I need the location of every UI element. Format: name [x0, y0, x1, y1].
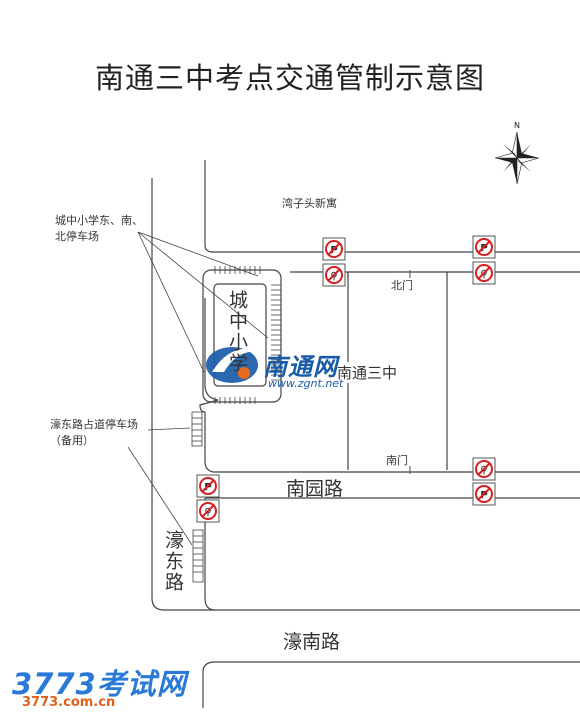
svg-text:⚲: ⚲: [204, 507, 211, 518]
chengzhong-school-inner: [213, 283, 267, 387]
svg-text:P: P: [480, 243, 487, 254]
north-arrow-icon: N: [494, 121, 540, 185]
no-motor-vehicle-sign-icon: ⚲: [322, 263, 346, 287]
parking-north: [214, 266, 261, 274]
watermark-site2-url: 3773.com.cn: [22, 695, 116, 710]
label-school: 南通三中: [337, 362, 398, 383]
label-haonan-road: 濠南路: [283, 631, 341, 653]
haodong-lower-east-edge: [204, 498, 216, 611]
svg-text:P: P: [204, 482, 211, 493]
parking-hatches: [191, 266, 281, 583]
parking-east: [271, 284, 281, 381]
no-motor-vehicle-sign-icon: ⚲: [196, 499, 220, 523]
no-parking-sign-icon: P: [472, 482, 496, 506]
svg-text:⚲: ⚲: [480, 465, 487, 476]
watermark-site1-name: 南通网: [263, 353, 338, 381]
label-nanmen: 南门: [386, 454, 408, 467]
parking-haodong-lower: [192, 529, 204, 583]
map-title: 南通三中考点交通管制示意图: [94, 61, 485, 95]
no-motor-vehicle-sign-icon: ⚲: [472, 457, 496, 481]
svg-text:P: P: [330, 245, 337, 256]
label-chengzhong: 城中小学: [226, 290, 248, 374]
callout-lines: [127, 231, 269, 546]
label-beimen: 北门: [391, 279, 413, 292]
haonan-road-south-edge: [202, 661, 580, 708]
watermark-site2-name: 3773考试网: [12, 667, 187, 701]
label-parking-school: 城中小学东、南、北停车场: [55, 214, 143, 243]
svg-text:P: P: [480, 490, 487, 501]
haodong-road-east-edge: [204, 160, 580, 253]
traffic-signs: P ⚲ P ⚲ ⚲ P P ⚲: [196, 235, 496, 523]
nantong-logo-icon: [206, 347, 262, 383]
no-motor-vehicle-sign-icon: ⚲: [472, 261, 496, 285]
label-wanzitou: 湾子头新寓: [282, 197, 337, 210]
no-parking-sign-icon: P: [322, 237, 346, 261]
school-block-edge: [199, 298, 580, 473]
haodong-road-west-edge: [151, 178, 580, 611]
label-nanyuan-road: 南园路: [286, 478, 344, 500]
no-parking-sign-icon: P: [472, 235, 496, 259]
parking-south: [214, 397, 256, 404]
no-parking-sign-icon: P: [196, 474, 220, 498]
label-haodong-road: 濠东路: [162, 530, 184, 593]
watermark-site1-url: www.zgnt.net: [268, 377, 344, 390]
parking-haodong-upper: [191, 411, 203, 447]
label-haodong-parking: 濠东路占道停车场（备用）: [50, 418, 138, 447]
svg-text:⚲: ⚲: [330, 271, 337, 282]
svg-text:N: N: [514, 121, 520, 130]
svg-text:⚲: ⚲: [480, 269, 487, 280]
